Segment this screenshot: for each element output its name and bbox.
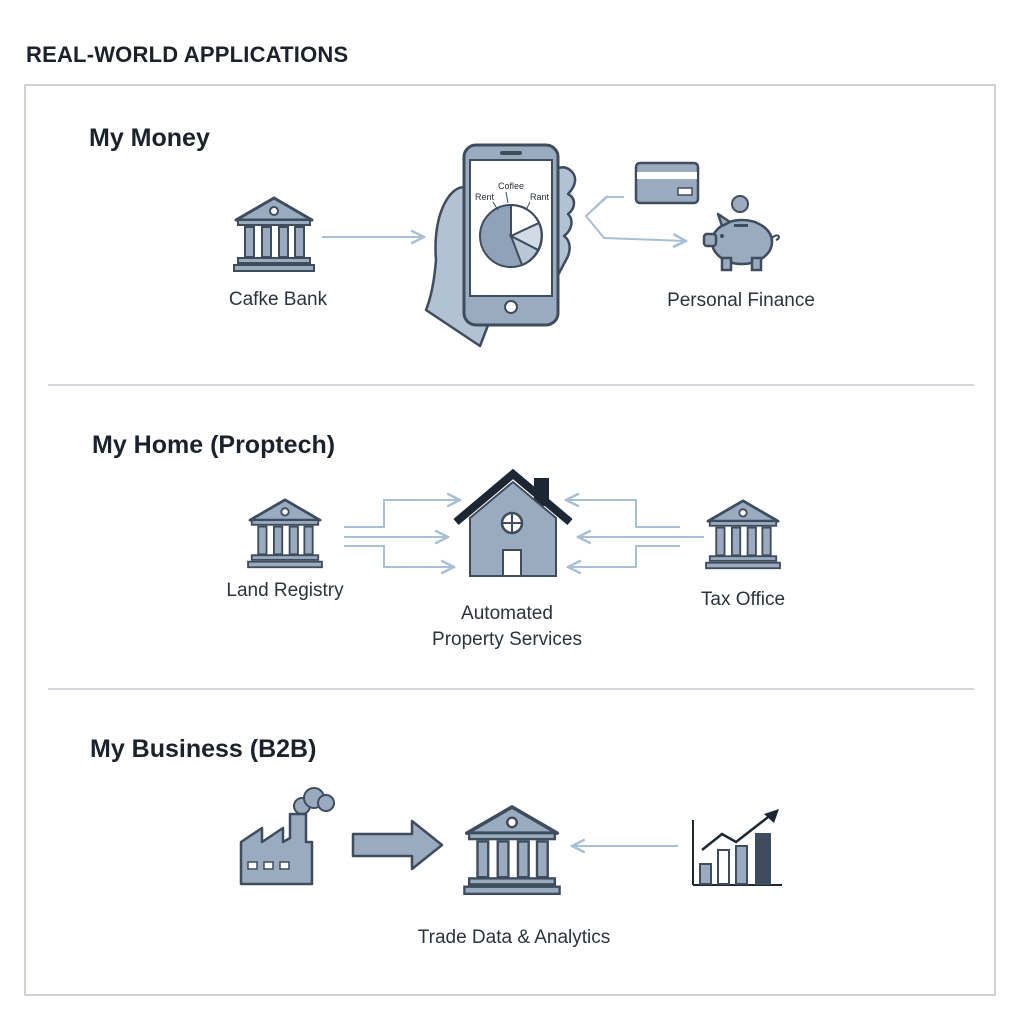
money-right-label: Personal Finance: [667, 290, 815, 311]
house-icon: [452, 468, 574, 580]
home-center-label: Automated Property Services: [400, 601, 614, 653]
section-title-business: My Business (B2B): [90, 735, 317, 763]
factory-icon: [238, 786, 338, 888]
bank-icon: [704, 499, 782, 571]
bank-icon: [246, 498, 324, 570]
business-center-label: Trade Data & Analytics: [417, 927, 611, 948]
home-center-label-line1: Automated: [461, 603, 553, 624]
section-divider-1: [48, 384, 974, 386]
content-frame: [24, 84, 996, 996]
credit-card-icon: [634, 161, 700, 205]
phone-chart-label-rant: Rant: [530, 192, 550, 202]
home-right-label: Tax Office: [700, 589, 786, 610]
home-center-label-line2: Property Services: [432, 629, 582, 650]
bar-chart-trend-icon: [688, 806, 784, 888]
bank-icon: [462, 804, 562, 898]
phone-chart-label-coffee: Coflee: [498, 181, 524, 191]
bank-icon: [232, 196, 316, 274]
money-left-label: Cafke Bank: [228, 289, 328, 310]
smartphone-pie-chart-icon: Rent Coflee Rant: [420, 140, 590, 352]
phone-chart-label-rent: Rent: [475, 192, 495, 202]
section-title-home: My Home (Proptech): [92, 431, 336, 459]
arrow-right-icon: [350, 818, 446, 872]
piggy-bank-icon: [700, 192, 784, 274]
home-left-label: Land Registry: [226, 580, 344, 601]
section-divider-2: [48, 688, 974, 690]
page-title: REAL-WORLD APPLICATIONS: [26, 42, 349, 67]
section-title-money: My Money: [89, 124, 210, 152]
